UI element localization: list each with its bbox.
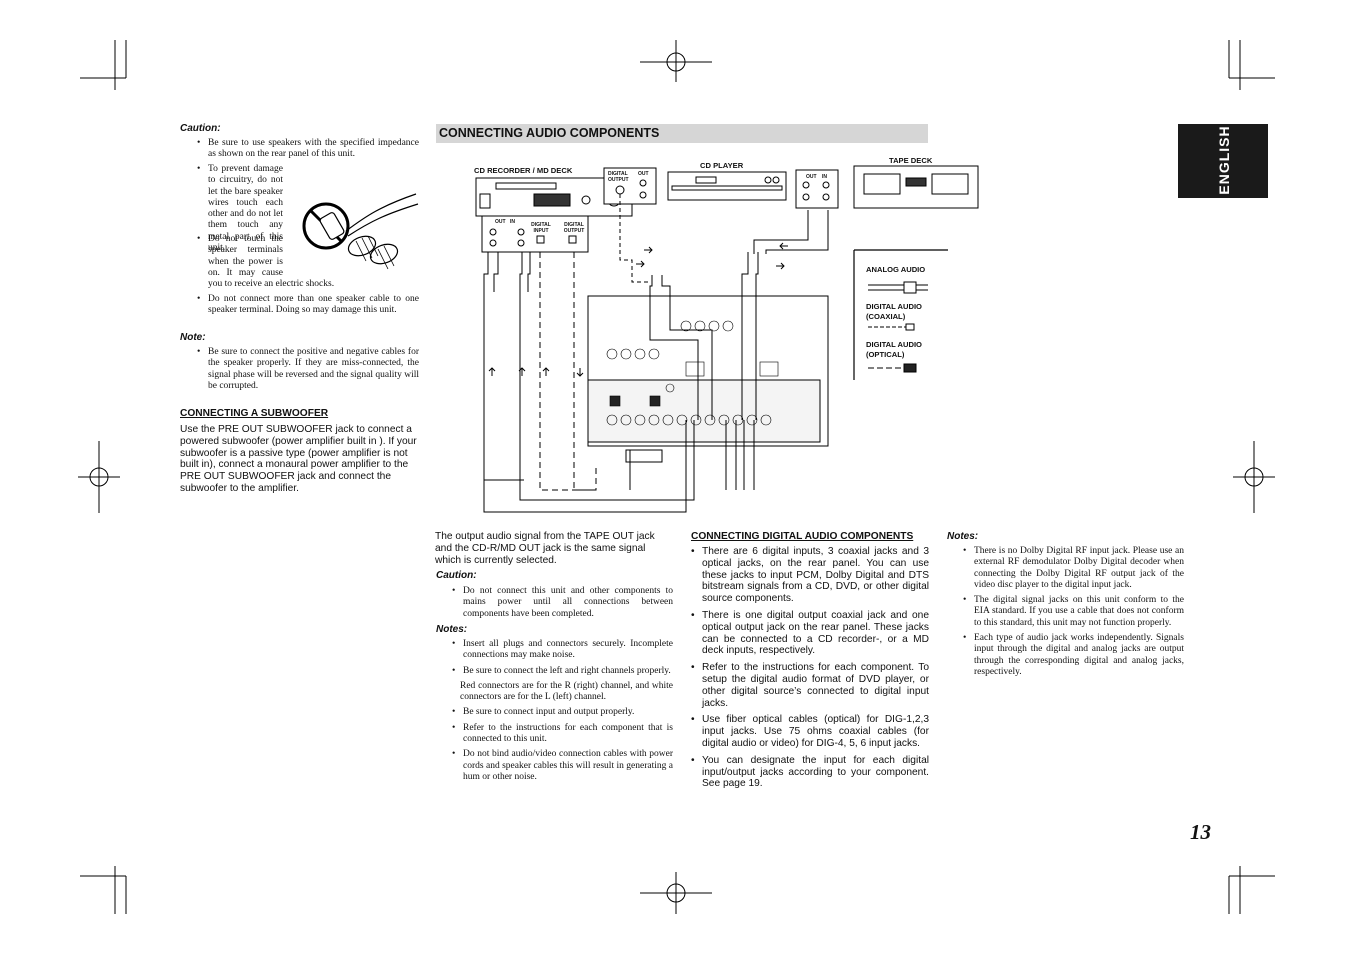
middle-note-1: Insert all plugs and connectors securely… (452, 639, 673, 662)
cdr-out-label: OUT (495, 219, 506, 225)
language-tab: ENGLISH (1178, 124, 1268, 198)
right-note-1: There is no Dolby Digital RF input jack.… (963, 546, 1184, 591)
intro-text: The output audio signal from the TAPE OU… (435, 531, 655, 566)
cdr-digital-output-label: DIGITAL OUTPUT (563, 222, 585, 234)
right-notes-heading: Notes: (947, 531, 979, 542)
middle-note-5: Do not bind audio/video connection cable… (452, 749, 673, 783)
middle-note-4: Refer to the instructions for each compo… (452, 723, 673, 746)
digital-item-4: Use fiber optical cables (optical) for D… (691, 714, 929, 749)
legend-optical: DIGITAL AUDIO (OPTICAL) (866, 340, 922, 359)
note-item: Be sure to connect the positive and nega… (197, 347, 419, 396)
middle-notes-heading: Notes: (436, 624, 468, 635)
legend-analog: ANALOG AUDIO (866, 265, 926, 274)
digital-item-2: There is one digital output coaxial jack… (691, 610, 929, 657)
middle-caution-item-text: Do not connect this unit and other compo… (452, 586, 673, 620)
subwoofer-text: Use the PRE OUT SUBWOOFER jack to connec… (180, 424, 417, 494)
cd-player-rear (603, 167, 657, 205)
middle-note-3: Be sure to connect input and output prop… (452, 707, 673, 719)
tape-deck-label: TAPE DECK (889, 156, 933, 165)
caution-item-1-text: Be sure to use speakers with the specifi… (197, 138, 419, 161)
middle-note-2: Be sure to connect the left and right ch… (452, 666, 673, 678)
connection-diagram (475, 165, 979, 513)
digital-heading: CONNECTING DIGITAL AUDIO COMPONENTS (691, 531, 914, 542)
cdp-out-label: OUT (638, 171, 649, 177)
tape-deck-front (853, 165, 979, 209)
digital-item-1: There are 6 digital inputs, 3 coaxial ja… (691, 546, 929, 605)
red-white-note: Red connectors are for the R (right) cha… (460, 680, 673, 703)
cd-player-label: CD PLAYER (700, 161, 744, 170)
caution-item-3: Do not touch the speaker terminals when … (197, 234, 419, 294)
subwoofer-heading: CONNECTING A SUBWOOFER (180, 408, 329, 419)
caution-item-4: Do not connect more than one speaker cab… (197, 294, 419, 321)
tape-in-label: IN (822, 174, 827, 180)
cd-recorder-label: CD RECORDER / MD DECK (474, 166, 573, 175)
middle-caution-item: Do not connect this unit and other compo… (452, 586, 673, 624)
cd-recorder-rear (481, 215, 589, 253)
tape-deck-rear (795, 169, 839, 209)
tape-out-label: OUT (806, 174, 817, 180)
language-tab-label: ENGLISH (1216, 125, 1232, 195)
page-number: 13 (1190, 820, 1211, 844)
note-item-text: Be sure to connect the positive and nega… (197, 347, 419, 392)
right-note-3: Each type of audio jack works independen… (963, 633, 1184, 678)
section-title: CONNECTING AUDIO COMPONENTS (439, 126, 660, 140)
digital-item-3: Refer to the instructions for each compo… (691, 662, 929, 709)
section-title-bar: CONNECTING AUDIO COMPONENTS (436, 124, 928, 143)
digital-item-5: You can designate the input for each dig… (691, 755, 929, 790)
middle-notes-list: Insert all plugs and connectors securely… (452, 639, 673, 787)
right-note-2: The digital signal jacks on this unit co… (963, 595, 1184, 629)
caution-item-1: Be sure to use speakers with the specifi… (197, 138, 419, 165)
digital-list: There are 6 digital inputs, 3 coaxial ja… (691, 546, 929, 795)
caution-item-3-text: Do not touch the speaker terminals when … (197, 234, 419, 290)
cdr-in-label: IN (510, 219, 515, 225)
legend-coaxial: DIGITAL AUDIO (COAXIAL) (866, 302, 922, 321)
cdr-digital-input-label: DIGITAL INPUT (531, 222, 551, 234)
note-heading: Note: (180, 332, 206, 343)
middle-caution-heading: Caution: (436, 570, 477, 581)
cdp-digital-output-label: DIGITAL OUTPUT (608, 171, 629, 183)
speaker-wire-illustration (302, 193, 419, 270)
caution-heading: Caution: (180, 123, 221, 134)
right-notes-list: There is no Dolby Digital RF input jack.… (963, 546, 1184, 682)
caution-item-4-text: Do not connect more than one speaker cab… (197, 294, 419, 317)
